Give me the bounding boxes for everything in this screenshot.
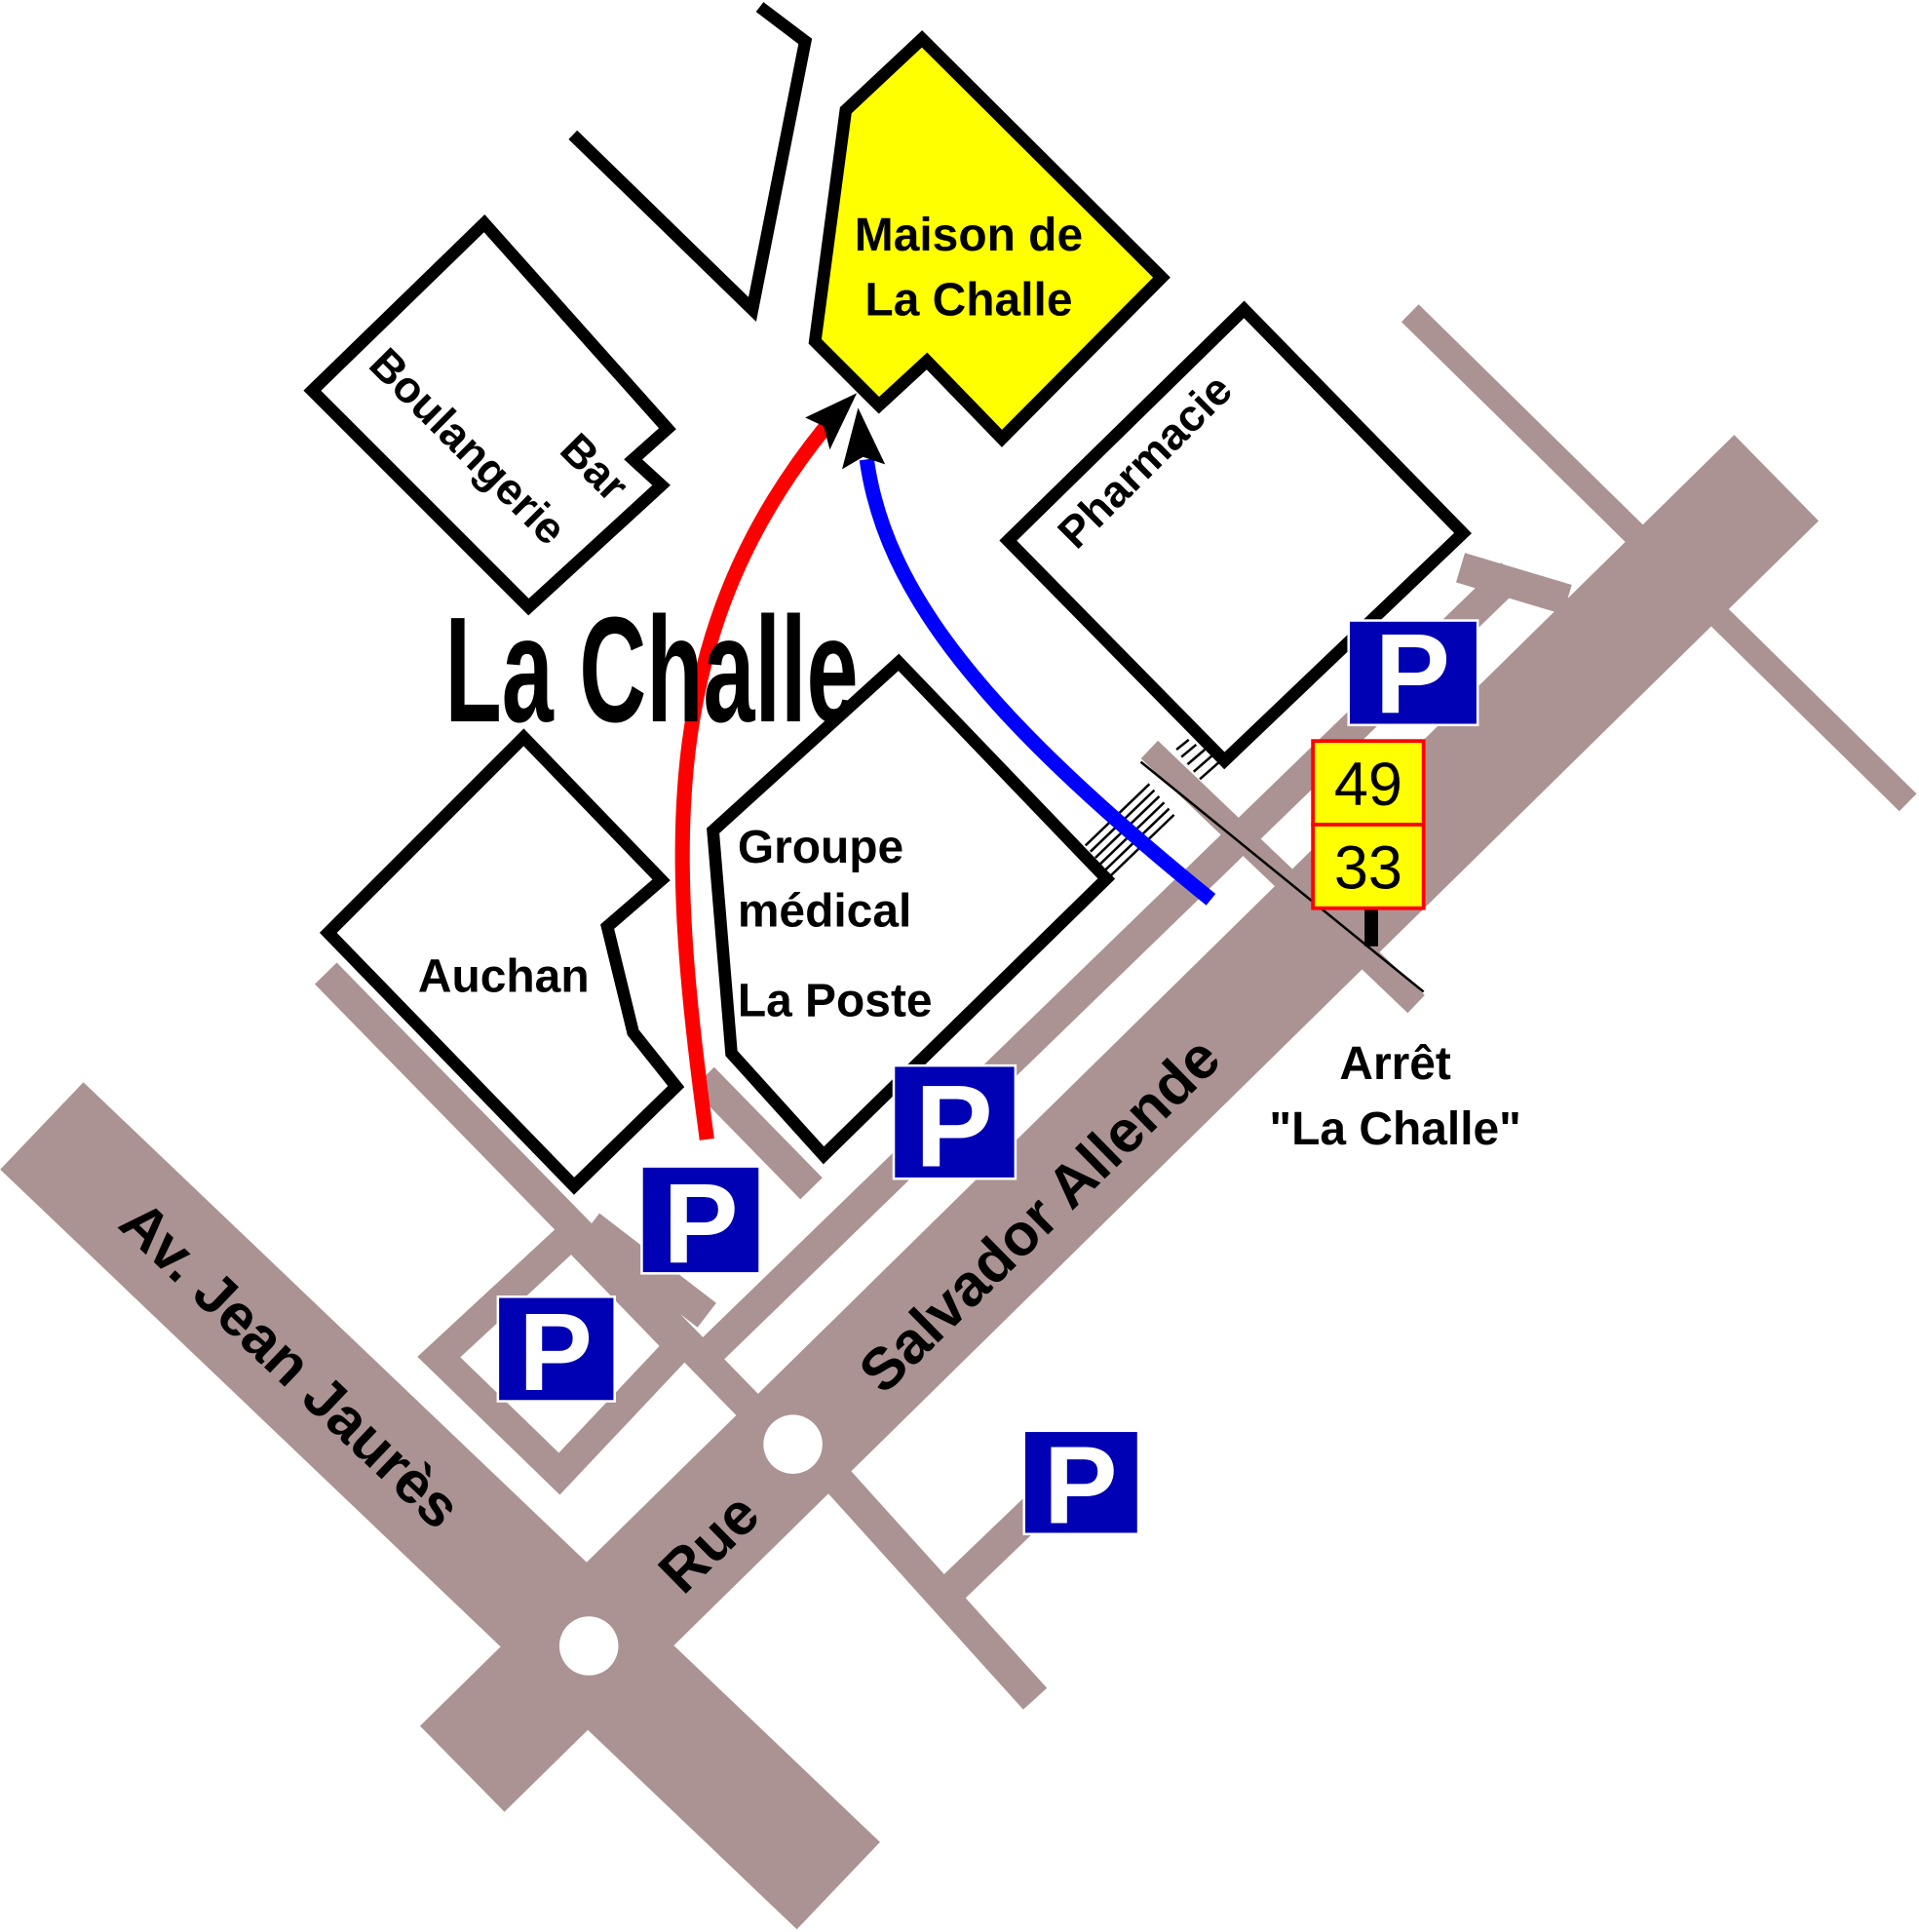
roundabout — [763, 1414, 823, 1474]
label-maison-line1: Maison de — [855, 210, 1083, 261]
map-title: La Challe — [444, 587, 858, 754]
route-blue — [859, 458, 1216, 906]
label-la-poste: La Poste — [738, 976, 933, 1027]
parking-icon: P — [892, 1063, 1017, 1192]
building-groupe-medical — [707, 653, 1116, 1165]
bus-route-sign: 49 33 — [1311, 739, 1426, 910]
parking-icon: P — [496, 1291, 616, 1414]
bus-route-49: 49 — [1334, 751, 1402, 819]
parking-icon: P — [640, 1160, 761, 1287]
route-red — [674, 421, 832, 1140]
bus-route-33: 33 — [1334, 834, 1402, 903]
road-jean-jaures — [0, 1082, 880, 1930]
parking-icon: P — [1347, 610, 1479, 737]
parking-icon: P — [1022, 1423, 1140, 1547]
building-auchan — [319, 728, 685, 1195]
road-poste — [692, 1066, 823, 1200]
label-av-jean-jaures: Av. Jean Jaurès — [107, 1187, 474, 1541]
bus-sign-post — [1364, 907, 1378, 947]
svg-text:P: P — [1375, 610, 1450, 737]
label-bus-stop-line2: "La Challe" — [1269, 1103, 1521, 1155]
roundabout — [558, 1616, 619, 1676]
svg-text:P: P — [915, 1063, 993, 1192]
road-parallel-end — [1455, 553, 1572, 615]
svg-text:P: P — [1044, 1423, 1118, 1547]
building-boulangerie — [303, 214, 676, 616]
label-auchan: Auchan — [418, 950, 590, 1002]
path-lines — [568, 2, 813, 323]
road-parking-loop — [417, 1213, 701, 1495]
arrow-blue-icon — [842, 407, 886, 470]
road-east-branch — [1401, 304, 1917, 812]
building-pharmacie — [999, 300, 1473, 770]
svg-text:P: P — [518, 1291, 593, 1414]
road-south — [818, 1460, 1048, 1710]
building-maison-de-la-challe — [808, 30, 1171, 447]
label-medical: médical — [738, 886, 911, 938]
road-salvador-allende — [419, 435, 1819, 1812]
label-bus-stop-line1: Arrêt — [1339, 1038, 1451, 1090]
label-groupe: Groupe — [738, 822, 903, 873]
bus-stop-kerb — [1139, 760, 1425, 993]
arrow-red-icon — [805, 393, 858, 450]
label-maison-line2: La Challe — [864, 275, 1072, 327]
svg-text:P: P — [663, 1160, 738, 1287]
